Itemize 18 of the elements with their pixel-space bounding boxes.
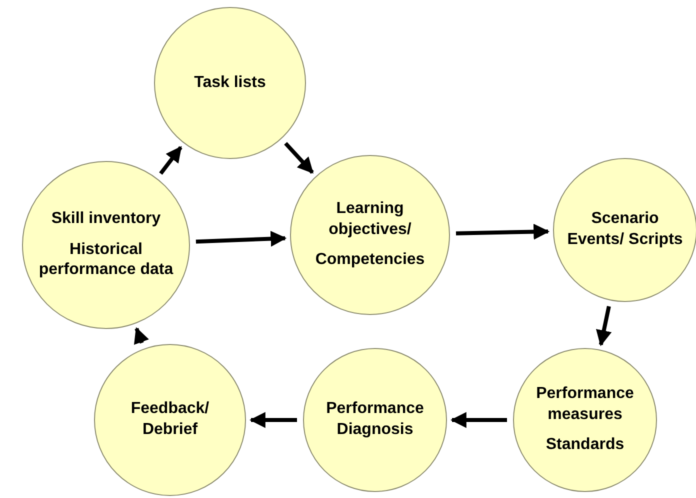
node-label: Feedback/ Debrief: [130, 399, 210, 440]
node-label: Task lists: [194, 72, 266, 93]
arrow: [596, 306, 612, 346]
node-label: Performance Diagnosis: [325, 399, 425, 440]
arrow: [196, 230, 287, 247]
arrow: [456, 224, 550, 240]
arrow: [450, 412, 507, 428]
node-label: Learning objectives/: [328, 198, 412, 240]
node-label: Scenario Events/ Scripts: [566, 209, 684, 250]
node-label: Performance measures: [535, 384, 635, 425]
arrow: [134, 327, 150, 345]
node-label: Standards: [546, 435, 624, 456]
node-label: Historical performance data: [38, 240, 174, 280]
arrow: [249, 412, 297, 428]
node-label: Skill inventory: [51, 208, 161, 229]
arrow: [159, 146, 182, 175]
arrow: [284, 142, 314, 174]
node-label: Competencies: [315, 250, 425, 270]
